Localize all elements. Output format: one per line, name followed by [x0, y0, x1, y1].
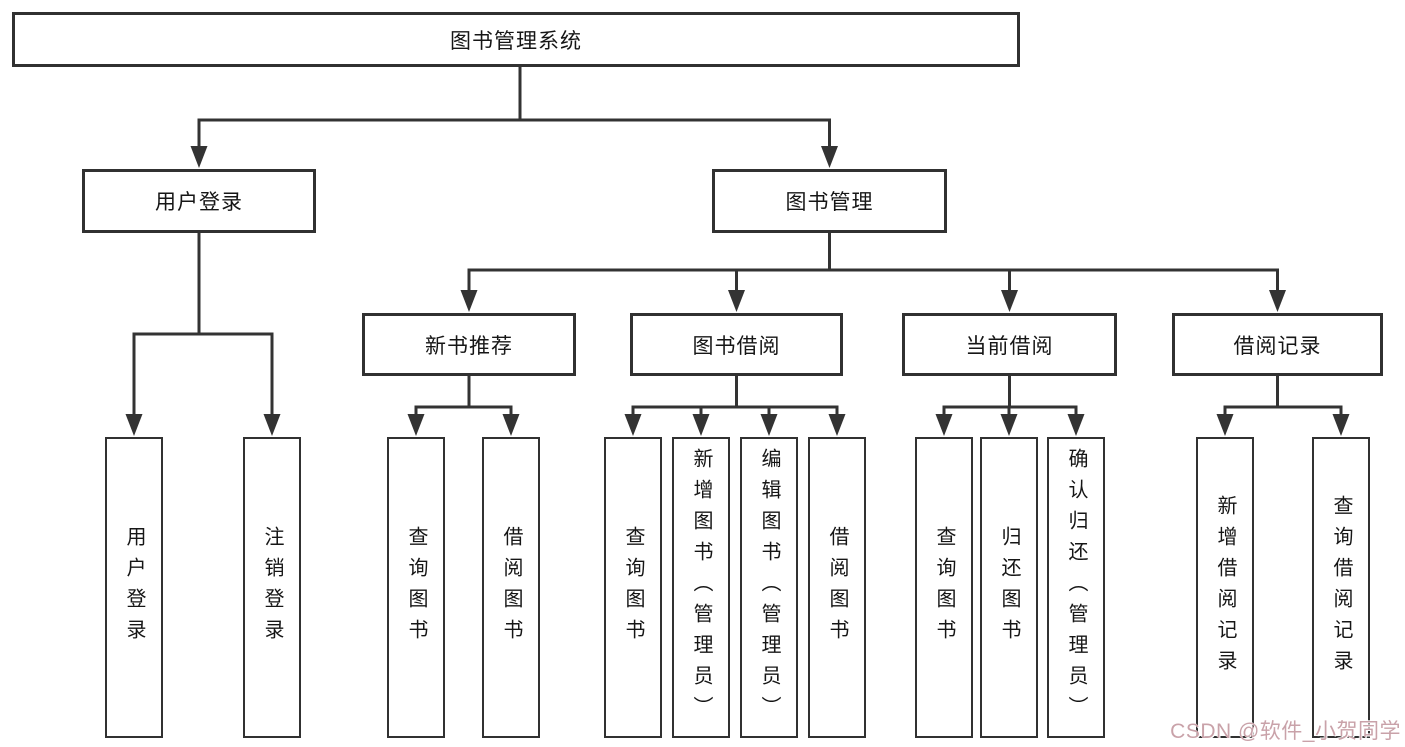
node-leaf-query-books-current: 查询图书 — [915, 437, 973, 738]
node-leaf-query-books-borrowing: 查询图书 — [604, 437, 662, 738]
node-current-borrowing-label: 当前借阅 — [965, 334, 1054, 358]
node-borrowing-records-label: 借阅记录 — [1233, 334, 1322, 358]
node-leaf-borrow-books-recommend: 借阅图书 — [482, 437, 540, 738]
node-leaf-user-login-label: 用户登录 — [123, 525, 145, 650]
node-leaf-add-borrow-record-label: 新增借阅记录 — [1214, 494, 1236, 681]
node-leaf-return-book: 归还图书 — [980, 437, 1038, 738]
node-leaf-borrow-books-recommend-label: 借阅图书 — [500, 525, 522, 650]
node-book-borrowing: 图书借阅 — [630, 313, 843, 376]
node-current-borrowing: 当前借阅 — [902, 313, 1117, 376]
node-leaf-return-book-label: 归还图书 — [998, 525, 1020, 650]
node-book-management: 图书管理 — [712, 169, 947, 233]
node-leaf-user-login: 用户登录 — [105, 437, 163, 738]
node-leaf-borrow-books: 借阅图书 — [808, 437, 866, 738]
node-leaf-confirm-return-admin: 确认归还（管理员） — [1047, 437, 1105, 738]
node-leaf-edit-book-admin-label: 编辑图书（管理员） — [758, 448, 780, 727]
arrowhead-icons — [125, 146, 1350, 436]
node-leaf-confirm-return-admin-label: 确认归还（管理员） — [1065, 448, 1087, 727]
node-leaf-borrow-books-label: 借阅图书 — [826, 525, 848, 650]
node-leaf-query-books-recommend-label: 查询图书 — [405, 525, 427, 650]
node-leaf-add-borrow-record: 新增借阅记录 — [1196, 437, 1254, 738]
csdn-watermark: CSDN @软件_小贺同学 — [1170, 720, 1401, 743]
node-leaf-logout-label: 注销登录 — [261, 525, 283, 650]
node-leaf-query-books-current-label: 查询图书 — [933, 525, 955, 650]
node-user-login: 用户登录 — [82, 169, 316, 233]
node-library-system: 图书管理系统 — [12, 12, 1020, 67]
node-borrowing-records: 借阅记录 — [1172, 313, 1383, 376]
node-leaf-edit-book-admin: 编辑图书（管理员） — [740, 437, 798, 738]
node-leaf-query-books-borrowing-label: 查询图书 — [622, 525, 644, 650]
node-book-management-label: 图书管理 — [785, 191, 874, 214]
node-leaf-add-book-admin-label: 新增图书（管理员） — [690, 448, 712, 727]
node-leaf-logout: 注销登录 — [243, 437, 301, 738]
node-library-system-label: 图书管理系统 — [450, 29, 582, 53]
node-user-login-label: 用户登录 — [155, 191, 243, 214]
node-leaf-query-books-recommend: 查询图书 — [387, 437, 445, 738]
node-leaf-add-book-admin: 新增图书（管理员） — [672, 437, 730, 738]
node-book-borrowing-label: 图书借阅 — [692, 334, 781, 358]
node-leaf-query-borrow-record: 查询借阅记录 — [1312, 437, 1370, 738]
node-leaf-query-borrow-record-label: 查询借阅记录 — [1330, 494, 1352, 681]
node-new-book-recommendation-label: 新书推荐 — [425, 334, 513, 358]
node-new-book-recommendation: 新书推荐 — [362, 313, 576, 376]
